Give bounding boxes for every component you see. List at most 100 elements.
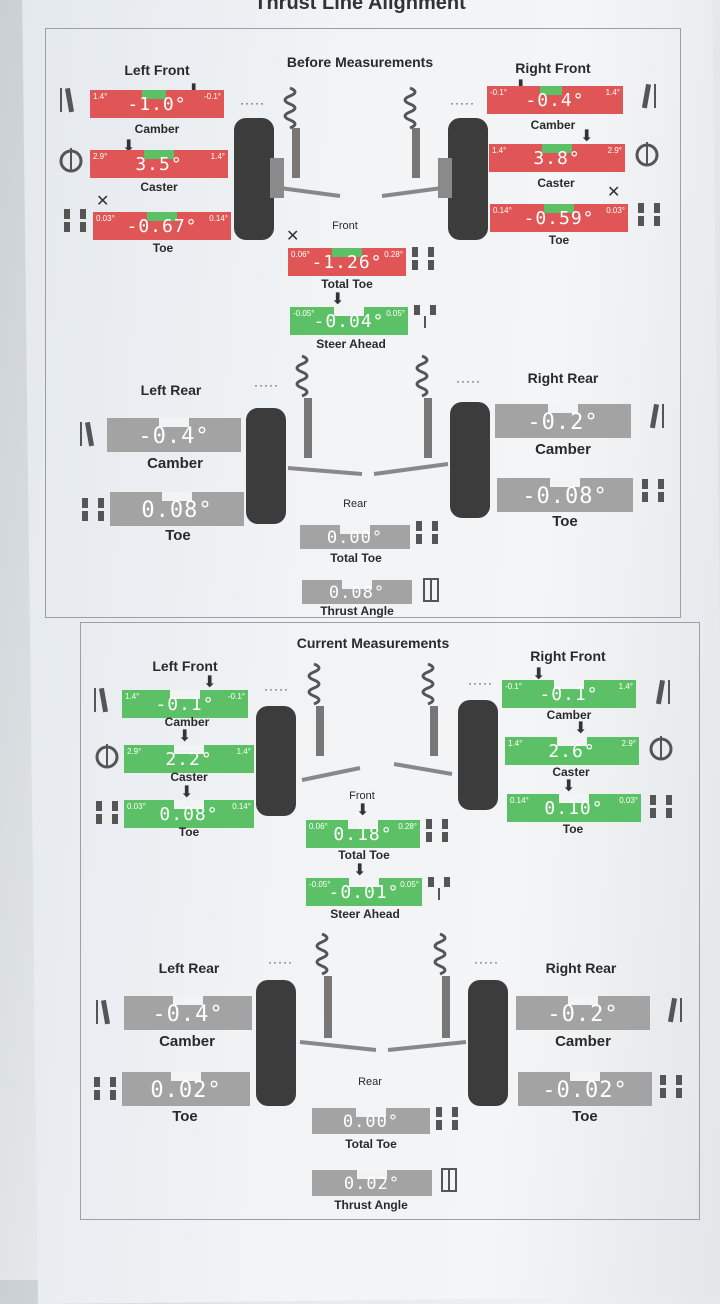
current-rr-toe-gauge: -0.02° (518, 1072, 652, 1106)
gauge-min: 0.03° (96, 214, 115, 223)
gauge-notch (159, 418, 189, 427)
gauge-label: Toe (552, 513, 578, 530)
link-dots: ····· (474, 955, 499, 969)
gauge-value: 0.00° (326, 528, 384, 548)
gauge-value: -0.04° (313, 311, 385, 332)
gauge-max: 2.9° (607, 146, 622, 155)
thrust-angle-icon (423, 578, 439, 602)
gauge-min: 2.9° (93, 152, 108, 161)
gauge-value: -0.4° (525, 90, 585, 111)
gauge-notch (173, 996, 203, 1005)
gauge-value: 0.08° (159, 804, 219, 825)
current-rear-total-toe-gauge: 0.00° (312, 1108, 430, 1134)
gauge-value: -1.26° (311, 252, 383, 273)
camber-wheel-icon (80, 421, 95, 447)
gauge-value: -0.02° (542, 1078, 628, 1103)
gauge-notch (334, 307, 364, 316)
gauge-value: -0.4° (138, 424, 210, 449)
gauge-label: Camber (535, 441, 591, 458)
before-lr-camber-gauge: -0.4° (107, 418, 241, 452)
rear-suspension-illustration (246, 354, 490, 524)
gauge-min: 1.4° (93, 92, 108, 101)
current-lf-toe-gauge: 0.03° 0.14° 0.08° (124, 800, 254, 828)
link-dots: ····· (456, 374, 481, 388)
gauge-label: Thrust Angle (334, 1198, 408, 1212)
gauge-label: Steer Ahead (330, 907, 400, 921)
gauge-notch (550, 478, 580, 487)
gauge-min: -0.05° (309, 880, 331, 889)
gauge-min: -0.1° (490, 88, 507, 97)
before-panel-title: Before Measurements (286, 54, 434, 70)
gauge-value: -1.0° (127, 94, 187, 115)
target-arrow-icon: ⬇ (180, 784, 194, 801)
gauge-label: Caster (140, 180, 178, 194)
toe-wheels-icon (94, 1077, 116, 1100)
before-rf-camber-gauge: -0.1° 1.4° -0.4° (487, 86, 623, 114)
gauge-value: 0.10° (544, 798, 604, 819)
report-title: Thrust Line Alignment (254, 0, 466, 14)
link-dots: ····· (240, 96, 265, 110)
gauge-notch (332, 248, 362, 257)
gauge-value: -0.1° (539, 684, 599, 705)
gauge-label: Camber (147, 455, 203, 472)
gauge-max: 0.28° (384, 250, 403, 259)
toe-wheels-icon (426, 819, 448, 842)
toe-wheels-icon (64, 209, 86, 232)
link-dots: ····· (450, 96, 475, 110)
gauge-label: Toe (562, 822, 584, 836)
front-axle-label: Front (349, 790, 375, 802)
gauge-notch (174, 745, 204, 754)
gauge-value: -0.2° (547, 1002, 619, 1027)
target-arrow-icon: ⬇ (574, 720, 588, 737)
camber-wheel-icon (641, 83, 656, 109)
before-left-rear-title: Left Rear (140, 382, 202, 398)
current-rf-toe-gauge: 0.14° 0.03° 0.10° (507, 794, 641, 822)
current-panel (80, 622, 700, 1220)
gauge-value: 2.6° (548, 741, 596, 762)
gauge-value: 0.02° (150, 1078, 222, 1103)
gauge-label: Camber (530, 118, 576, 132)
rear-suspension-illustration (256, 932, 508, 1106)
steer-ahead-icon (428, 877, 450, 900)
front-suspension-illustration (234, 86, 488, 240)
current-rf-camber-gauge: -0.1° 1.4° -0.1° (502, 680, 636, 708)
gauge-notch (568, 996, 598, 1005)
gauge-max: 0.03° (619, 796, 638, 805)
gauge-notch (147, 212, 177, 221)
before-right-rear-title: Right Rear (527, 370, 599, 386)
gauge-value: -0.2° (527, 410, 599, 435)
gauge-max: 0.05° (386, 309, 405, 318)
camber-wheel-icon (94, 687, 109, 713)
gauge-min: 0.14° (510, 796, 529, 805)
before-rf-caster-gauge: 1.4° 2.9° 3.8° (489, 144, 625, 172)
gauge-notch (342, 580, 372, 589)
thrust-angle-icon (441, 1168, 457, 1192)
current-right-front-title: Right Front (530, 648, 606, 664)
target-arrow-icon: ⬇ (532, 666, 546, 683)
gauge-notch (340, 525, 370, 534)
camber-wheel-icon (96, 999, 111, 1025)
gauge-value: -0.67° (126, 216, 198, 237)
gauge-value: 0.18° (333, 824, 393, 845)
gauge-label: Total Toe (345, 1137, 397, 1151)
target-arrow-icon: ⬇ (203, 674, 217, 691)
gauge-label: Thrust Angle (320, 604, 394, 618)
gauge-value: -0.1° (155, 694, 215, 715)
current-right-rear-title: Right Rear (545, 960, 617, 976)
gauge-value: 0.08° (141, 498, 213, 523)
current-lr-camber-gauge: -0.4° (124, 996, 252, 1030)
gauge-min: 0.03° (127, 802, 146, 811)
link-dots: ····· (268, 955, 293, 969)
rear-axle-label: Rear (343, 498, 367, 510)
gauge-label: Camber (159, 1033, 215, 1050)
gauge-max: -0.1° (228, 692, 245, 701)
caster-wheel-icon (59, 148, 83, 173)
gauge-label: Toe (152, 241, 174, 255)
out-of-range-x-icon: ✕ (96, 193, 110, 210)
front-suspension-illustration (256, 662, 498, 816)
gauge-label: Caster (537, 176, 575, 190)
gauge-min: -0.05° (293, 309, 315, 318)
front-axle-label: Front (332, 220, 358, 232)
toe-wheels-icon (96, 801, 118, 824)
gauge-label: Toe (178, 825, 200, 839)
